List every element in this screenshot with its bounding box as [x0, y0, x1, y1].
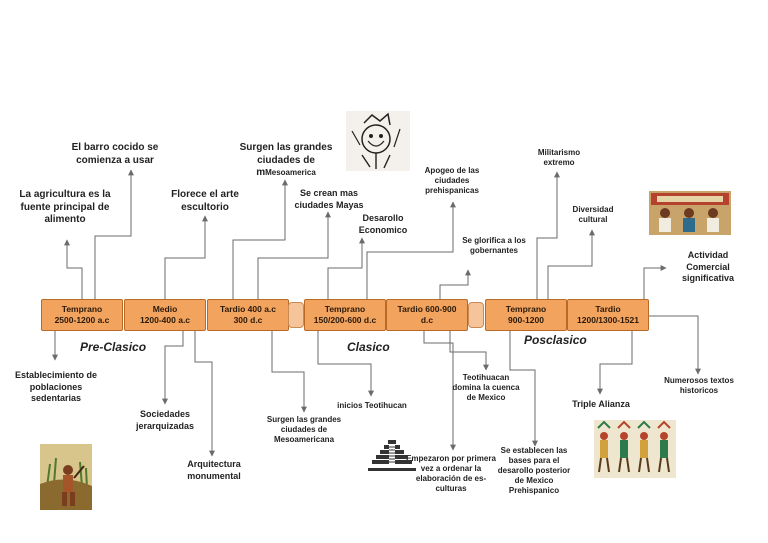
period-box-clasico-tardio: Tardio 600-900 d.c [386, 299, 468, 331]
connector-apogeo [366, 201, 456, 299]
era-label-preclasico: Pre-Clasico [80, 340, 147, 354]
farming-scene [40, 444, 92, 510]
event-diversidad: Diversidad cultural [572, 205, 614, 224]
period-box-posclasico-temprano: Temprano 900-1200 [485, 299, 567, 331]
period-range: d.c [420, 315, 434, 325]
codex-figures [594, 420, 676, 478]
period-name: Temprano [61, 304, 103, 314]
period-box-posclasico-tardio: Tardio 1200/1300-1521 [567, 299, 649, 331]
connector-desarollo [327, 237, 365, 299]
connector-surgen-top [232, 179, 288, 299]
period-range: 900-1200 [508, 315, 544, 325]
event-bases: Se establecen las bases para el desaroll… [497, 446, 571, 495]
period-range: 300 d.c [233, 315, 263, 325]
event-apogeo: Apogeo de las ciudades prehispanicas [424, 166, 480, 195]
period-box-preclasico-temprano: Temprano 2500-1200 a.c [41, 299, 123, 331]
event-text-part: Mesoamerica [265, 168, 316, 177]
connector-agricultura [64, 239, 83, 299]
period-box-preclasico-medio: Medio 1200-400 a.c [124, 299, 206, 331]
period-range: 1200-400 a.c [139, 315, 191, 325]
event-empezaron: Empezaron por primera vez a ordenar la e… [406, 454, 496, 493]
period-range: 150/200-600 d.c [313, 315, 377, 325]
connector-diversidad [547, 229, 595, 299]
event-desarollo: Desarollo Economico [358, 213, 408, 235]
connector-numerosos [648, 315, 701, 375]
era-label-clasico: Clasico [347, 340, 390, 354]
connector-empezaron [423, 331, 456, 451]
event-numerosos-textos: Numerosos textos historicos [664, 376, 734, 395]
period-box-preclasico-tardio: Tardio 400 a.c 300 d.c [207, 299, 289, 331]
period-name: Tardio 400 a.c [219, 304, 277, 314]
connector-bases [509, 331, 538, 447]
connector-mayas [257, 211, 331, 299]
period-name: Tardio 600-900 [397, 304, 457, 314]
event-inicios-teotihuacan: inicios Teotihucan [337, 401, 407, 410]
event-surgen-grandes-ciudades: Surgen las grandes ciudades de mMesoamer… [232, 142, 340, 180]
maya-mural [649, 191, 731, 235]
event-mayas: Se crean mas ciudades Mayas [294, 188, 364, 210]
period-name: Tardio [595, 304, 621, 314]
timeline-connector-segment [288, 302, 304, 328]
event-florece: Florece el arte escultorio [171, 189, 239, 213]
connector-triple [597, 331, 633, 395]
period-range: 1200/1300-1521 [577, 315, 639, 325]
connector-glorifica [439, 269, 471, 299]
connector-militarismo [536, 171, 560, 299]
connector-surgen-bottom [271, 331, 307, 413]
timeline-connector-segment [468, 302, 484, 328]
period-box-clasico-temprano: Temprano 150/200-600 d.c [304, 299, 386, 331]
period-name: Temprano [505, 304, 547, 314]
event-glorifica: Se glorifica a los gobernantes [462, 236, 526, 255]
event-barro: El barro cocido se comienza a usar [71, 142, 159, 166]
event-actividad: Actividad Comercial significativa [681, 250, 735, 283]
connector-teotihuacan [449, 331, 489, 371]
connector-actividad [643, 265, 667, 299]
event-text-part: Surgen las grandes ciudades de m [239, 142, 333, 178]
period-name: Medio [152, 304, 178, 314]
event-militarismo: Militarismo extremo [537, 148, 581, 167]
connector-florece [164, 215, 208, 299]
pyramid-icon [368, 440, 416, 471]
period-range: 2500-1200 a.c [54, 315, 110, 325]
event-establecimiento: Establecimiento de poblaciones sedentari… [14, 370, 98, 403]
connector-barro [94, 169, 134, 299]
era-label-posclasico: Posclasico [524, 333, 587, 347]
event-agricultura: La agricultura es la fuente principal de… [19, 189, 111, 225]
event-surgen-mesoamericana: Surgen las grandes ciudades de Mesoameri… [266, 415, 342, 444]
connector-inicios [317, 331, 374, 397]
event-arquitectura: Arquitectura monumental [187, 459, 241, 481]
event-sociedades: Sociedades jerarquizadas [135, 409, 195, 431]
event-triple-alianza: Triple Alianza [572, 399, 630, 409]
connector-arquitectura [194, 331, 215, 457]
period-name: Temprano [324, 304, 366, 314]
aztec-warrior-sketch [346, 111, 410, 171]
connector-sociedades [162, 331, 184, 405]
event-teotihuacan-domina: Teotihuacan domina la cuenca de Mexico [452, 373, 520, 402]
